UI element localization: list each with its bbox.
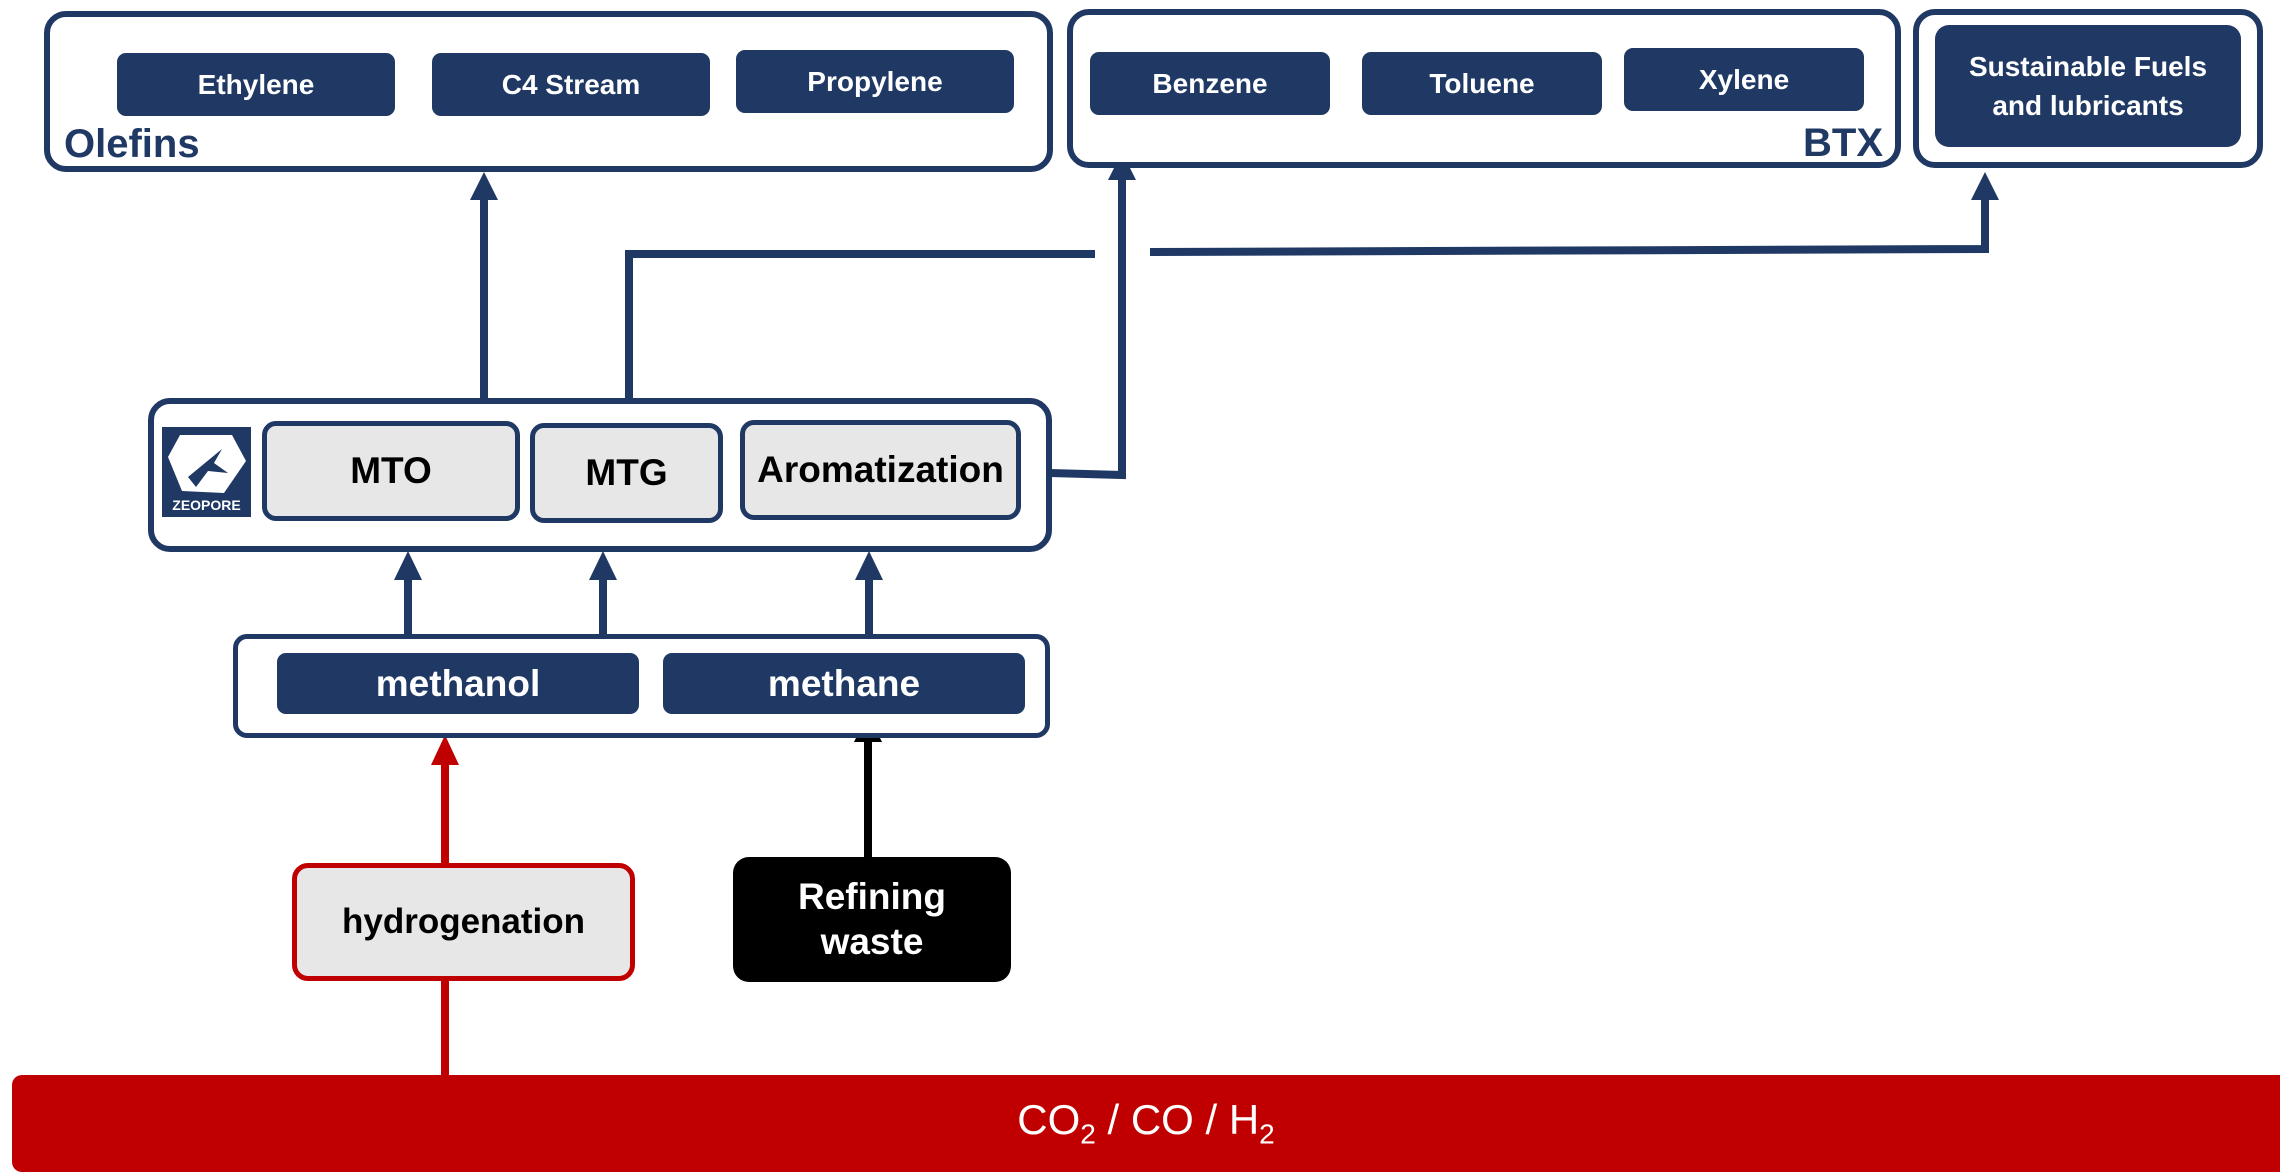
product-c4-stream: C4 Stream bbox=[432, 53, 710, 116]
aromatization-btx-line bbox=[1049, 178, 1126, 480]
product-sustainable-fuels: Sustainable Fuels and lubricants bbox=[1935, 25, 2241, 147]
btx-label: BTX bbox=[1803, 121, 1883, 165]
base-label: CO2 / CO / H2 bbox=[1017, 1096, 1275, 1150]
arrowhead-methanol bbox=[431, 735, 459, 765]
arrowhead-mto bbox=[394, 551, 422, 580]
zeopore-logo-text: ZEOPORE bbox=[172, 497, 241, 513]
base-co2-subscript: 2 bbox=[1080, 1118, 1096, 1150]
base-co-h-text: / CO / H bbox=[1095, 1096, 1260, 1144]
process-aromatization: Aromatization bbox=[740, 420, 1021, 520]
mtg-line-left bbox=[625, 250, 1095, 400]
feed-methane: methane bbox=[663, 653, 1025, 714]
base-co2-text: CO bbox=[1017, 1096, 1081, 1144]
olefins-label: Olefins bbox=[64, 122, 200, 166]
process-mtg: MTG bbox=[530, 423, 723, 523]
process-mto: MTO bbox=[262, 421, 520, 521]
feed-methanol: methanol bbox=[277, 653, 639, 714]
product-xylene: Xylene bbox=[1624, 48, 1864, 111]
product-ethylene: Ethylene bbox=[117, 53, 395, 116]
zeopore-logo-icon bbox=[168, 435, 246, 493]
product-toluene: Toluene bbox=[1362, 52, 1602, 115]
zeopore-logo: ZEOPORE bbox=[162, 427, 251, 517]
arrowhead-olefins bbox=[470, 172, 498, 200]
arrowhead-fuels bbox=[1971, 172, 1999, 200]
source-refining-waste: Refining waste bbox=[733, 857, 1011, 982]
arrowhead-mtg bbox=[589, 551, 617, 580]
source-hydrogenation: hydrogenation bbox=[292, 863, 635, 981]
base-feedstock-bar: CO2 / CO / H2 bbox=[12, 1075, 2280, 1172]
product-benzene: Benzene bbox=[1090, 52, 1330, 115]
mtg-fuels-line bbox=[1149, 198, 1989, 256]
base-h2-subscript: 2 bbox=[1259, 1118, 1275, 1150]
arrowhead-aromatization bbox=[855, 551, 883, 580]
product-propylene: Propylene bbox=[736, 50, 1014, 113]
